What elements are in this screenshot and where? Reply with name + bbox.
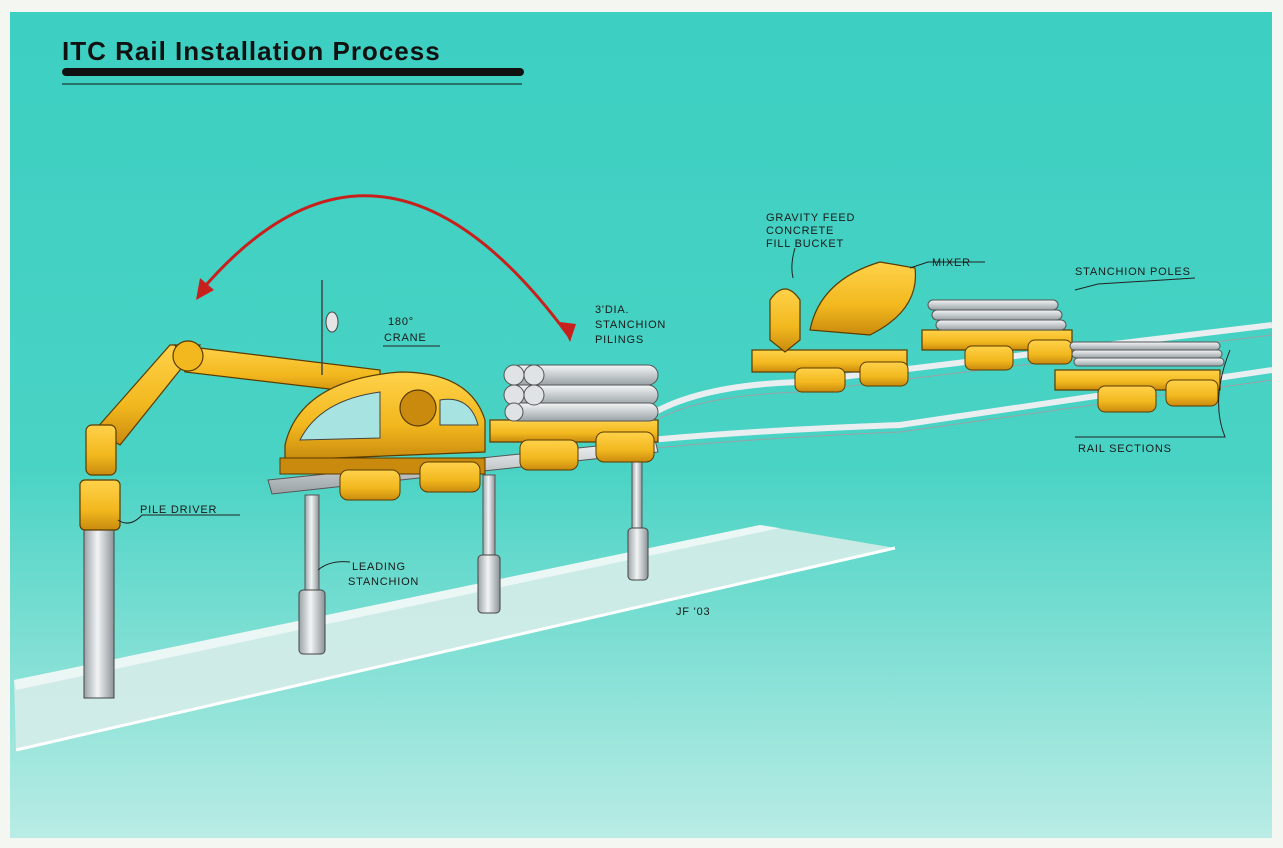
crane-machine xyxy=(279,280,486,501)
label-bucket-1: GRAVITY FEED xyxy=(766,212,855,224)
label-bucket-3: FILL BUCKET xyxy=(766,238,844,250)
ground-strip xyxy=(14,525,896,752)
artist-signature: JF '03 xyxy=(676,606,710,618)
rail-track xyxy=(648,322,1273,449)
diagram-labels: PILE DRIVER LEADING STANCHION 180° CRANE… xyxy=(140,212,1191,618)
label-crane-2: CRANE xyxy=(384,332,427,344)
label-mixer: MIXER xyxy=(932,257,971,269)
label-pilings-2: STANCHION xyxy=(595,319,666,331)
label-pile-driver: PILE DRIVER xyxy=(140,504,217,516)
callout-lines xyxy=(117,247,1231,571)
pile-driver-hammer xyxy=(79,479,121,531)
label-leading-stanchion-2: STANCHION xyxy=(348,576,419,588)
leading-stanchion xyxy=(298,589,326,655)
page-title: ITC Rail Installation Process xyxy=(62,36,524,85)
fill-bucket xyxy=(769,288,801,353)
svg-text:ITC Rail Installation Process: ITC Rail Installation Process xyxy=(62,36,441,66)
pilings-carrier xyxy=(489,364,659,471)
mixer-car xyxy=(751,261,917,393)
poles-car xyxy=(921,299,1073,371)
label-pilings-1: 3'DIA. xyxy=(595,304,629,316)
crane-rotation-arrow xyxy=(196,194,576,342)
stanchion-pilings xyxy=(503,364,659,422)
label-leading-stanchion-1: LEADING xyxy=(352,561,406,573)
label-stanchion-poles: STANCHION POLES xyxy=(1075,266,1191,278)
label-rail-sections: RAIL SECTIONS xyxy=(1078,443,1172,455)
label-crane-1: 180° xyxy=(388,316,414,328)
label-bucket-2: CONCRETE xyxy=(766,225,834,237)
rail-sections-car xyxy=(1054,341,1225,413)
pile-post xyxy=(83,529,115,699)
pile-driver-arm xyxy=(79,340,381,531)
concrete-mixer-drum xyxy=(809,261,917,336)
label-pilings-3: PILINGS xyxy=(595,334,644,346)
stanchions xyxy=(83,454,649,699)
